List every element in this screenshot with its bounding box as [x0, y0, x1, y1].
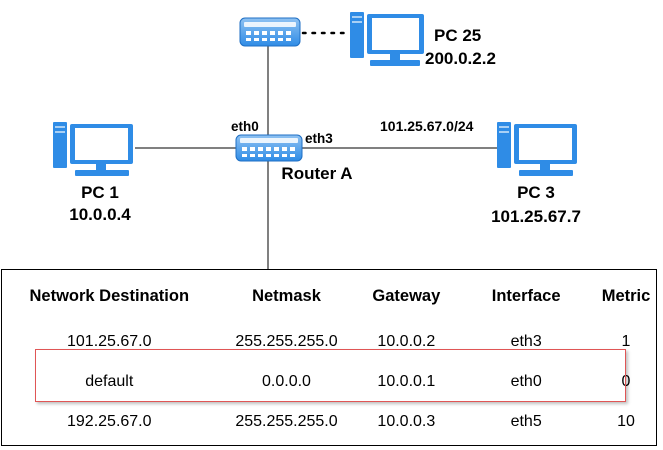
routing-table-panel: Network Destination Netmask Gateway Inte…	[1, 269, 657, 446]
header-netmask: Netmask	[252, 286, 321, 305]
cell-destination: default	[85, 373, 134, 390]
eth0-interface-label: eth0	[231, 119, 259, 134]
cell-interface: eth0	[510, 373, 542, 390]
table-row: default 0.0.0.0 10.0.0.1 eth0 0	[2, 362, 656, 402]
header-interface: Interface	[491, 286, 561, 305]
upper-router-icon	[239, 17, 301, 47]
cell-gateway: 10.0.0.3	[377, 413, 436, 430]
pc3-ip-label: 101.25.67.7	[491, 207, 581, 226]
table-row: 192.25.67.0 255.255.255.0 10.0.0.3 eth5 …	[2, 402, 656, 442]
eth3-interface-label: eth3	[305, 131, 333, 146]
router-a-icon	[235, 134, 303, 162]
cell-destination: 101.25.67.0	[67, 333, 152, 350]
cell-interface: eth5	[510, 413, 542, 430]
pc1-name-label: PC 1	[81, 183, 119, 202]
cell-destination: 192.25.67.0	[67, 413, 152, 430]
table-row: 101.25.67.0 255.255.255.0 10.0.0.2 eth3 …	[2, 322, 656, 362]
cell-interface: eth3	[510, 333, 542, 350]
pc1-ip-label: 10.0.0.4	[69, 205, 131, 224]
router-a-label: Router A	[281, 164, 352, 183]
pc3-computer-icon	[497, 122, 577, 176]
pc25-ip-label: 200.0.2.2	[425, 49, 496, 68]
routing-table: Network Destination Netmask Gateway Inte…	[2, 270, 656, 442]
cell-netmask: 255.255.255.0	[235, 413, 338, 430]
pc1-computer-icon	[53, 122, 133, 176]
header-metric: Metric	[601, 286, 651, 305]
pc25-computer-icon	[350, 12, 424, 66]
cell-gateway: 10.0.0.2	[377, 333, 436, 350]
pc3-name-label: PC 3	[517, 183, 555, 202]
cell-metric: 10	[617, 413, 635, 430]
cell-netmask: 255.255.255.0	[235, 333, 338, 350]
cell-metric: 1	[621, 333, 631, 350]
cell-netmask: 0.0.0.0	[262, 373, 311, 390]
header-gateway: Gateway	[372, 286, 441, 305]
cell-metric: 0	[621, 373, 631, 390]
cell-gateway: 10.0.0.1	[377, 373, 436, 390]
pc25-name-label: PC 25	[434, 26, 481, 45]
header-network-destination: Network Destination	[29, 286, 190, 305]
routing-table-header-row: Network Destination Netmask Gateway Inte…	[2, 270, 656, 322]
subnet-label: 101.25.67.0/24	[380, 118, 474, 134]
